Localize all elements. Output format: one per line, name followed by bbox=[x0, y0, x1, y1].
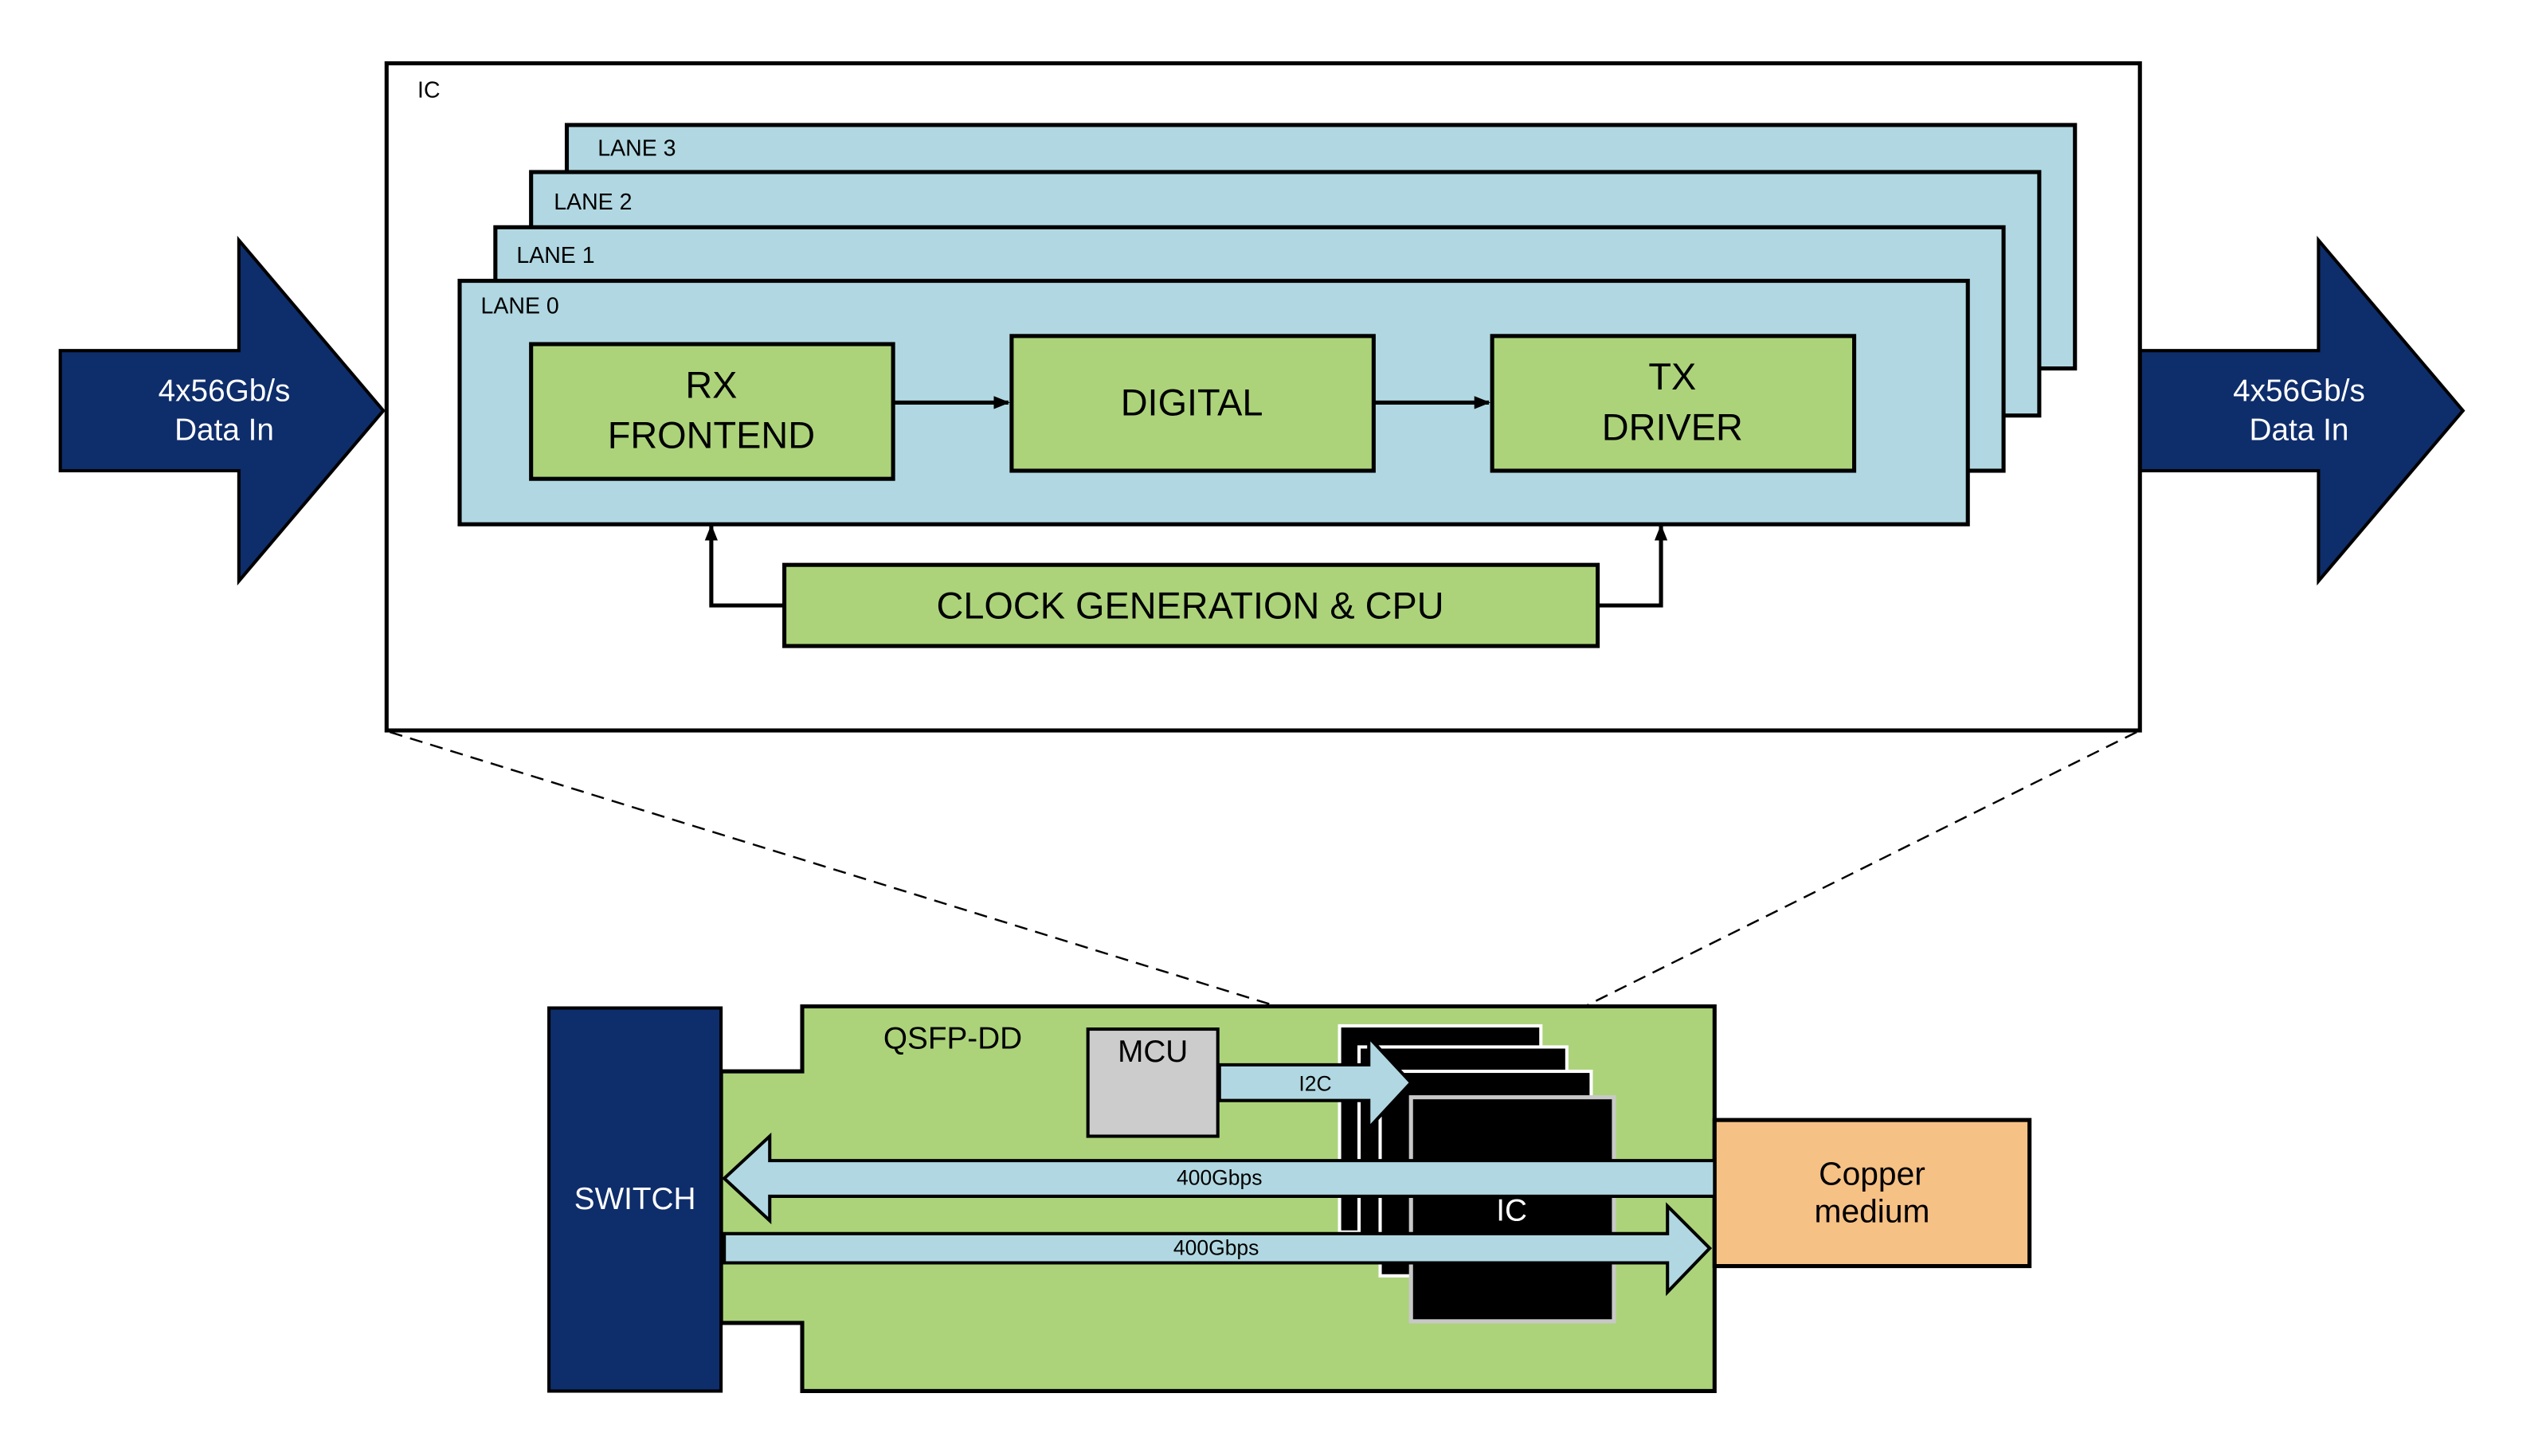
input-arrow-rate: 4x56Gb/s bbox=[159, 374, 291, 408]
rx-frontend-line1: RX bbox=[685, 364, 737, 405]
input-data-arrow: 4x56Gb/s Data In bbox=[58, 236, 386, 586]
rx-frontend-line2: FRONTEND bbox=[608, 414, 815, 456]
lane-0-label: LANE 0 bbox=[481, 293, 559, 319]
lane-3-label: LANE 3 bbox=[597, 136, 676, 162]
rx-frontend-box bbox=[529, 342, 895, 481]
rx-frontend-block: RX FRONTEND bbox=[529, 342, 895, 481]
digital-label: DIGITAL bbox=[1121, 382, 1263, 424]
copper-medium-block: Copper medium bbox=[1712, 1117, 2032, 1269]
output-data-arrow: 4x56Gb/s Data In bbox=[2138, 236, 2466, 586]
switch-label: SWITCH bbox=[574, 1182, 696, 1216]
tx-driver-block: TX DRIVER bbox=[1490, 334, 1857, 473]
i2c-link: I2C bbox=[1217, 1033, 1414, 1133]
clock-cpu-label: CLOCK GENERATION & CPU bbox=[937, 585, 1444, 626]
ic-container-label: IC bbox=[417, 77, 441, 103]
mcu-label: MCU bbox=[1118, 1035, 1188, 1069]
input-arrow-shape bbox=[58, 236, 386, 586]
digital-block: DIGITAL bbox=[1009, 334, 1376, 473]
lane-1-label: LANE 1 bbox=[516, 243, 594, 268]
output-arrow-caption: Data In bbox=[2250, 413, 2349, 447]
clock-to-rx-arrow bbox=[704, 524, 785, 608]
link-receive-shape bbox=[722, 1132, 1717, 1225]
ic-chip-label: IC bbox=[1496, 1194, 1527, 1228]
i2c-label: I2C bbox=[1298, 1071, 1331, 1095]
tx-driver-box bbox=[1490, 334, 1857, 473]
ic-chip-0 bbox=[1408, 1095, 1616, 1324]
copper-medium-line2: medium bbox=[1815, 1193, 1930, 1230]
digital-box bbox=[1009, 334, 1376, 473]
switch-block: SWITCH bbox=[547, 1006, 723, 1393]
tx-driver-line2: DRIVER bbox=[1602, 406, 1743, 448]
lane-2-label: LANE 2 bbox=[554, 190, 632, 215]
switch-box bbox=[547, 1006, 723, 1393]
link-transmit-label: 400Gbps bbox=[1173, 1235, 1259, 1259]
clock-to-tx-arrow bbox=[1597, 524, 1668, 608]
mcu-box bbox=[1086, 1027, 1220, 1138]
zoom-line-right bbox=[1541, 730, 2137, 1029]
input-arrow-caption: Data In bbox=[174, 413, 274, 447]
tx-driver-line1: TX bbox=[1648, 356, 1696, 397]
i2c-arrow-shape bbox=[1217, 1033, 1414, 1133]
copper-medium-box bbox=[1712, 1117, 2032, 1269]
clock-cpu-block: CLOCK GENERATION & CPU bbox=[782, 562, 1600, 648]
qsfp-dd-label: QSFP-DD bbox=[883, 1021, 1022, 1055]
link-receive: 400Gbps bbox=[722, 1132, 1717, 1225]
link-transmit-shape bbox=[723, 1202, 1713, 1297]
output-arrow-shape bbox=[2138, 236, 2466, 586]
output-arrow-rate: 4x56Gb/s bbox=[2233, 374, 2365, 408]
mcu-block: MCU bbox=[1086, 1027, 1220, 1138]
copper-medium-line1: Copper bbox=[1819, 1156, 1925, 1192]
zoom-line-left bbox=[390, 730, 1357, 1032]
link-receive-label: 400Gbps bbox=[1177, 1166, 1263, 1190]
link-transmit: 400Gbps bbox=[723, 1202, 1713, 1297]
